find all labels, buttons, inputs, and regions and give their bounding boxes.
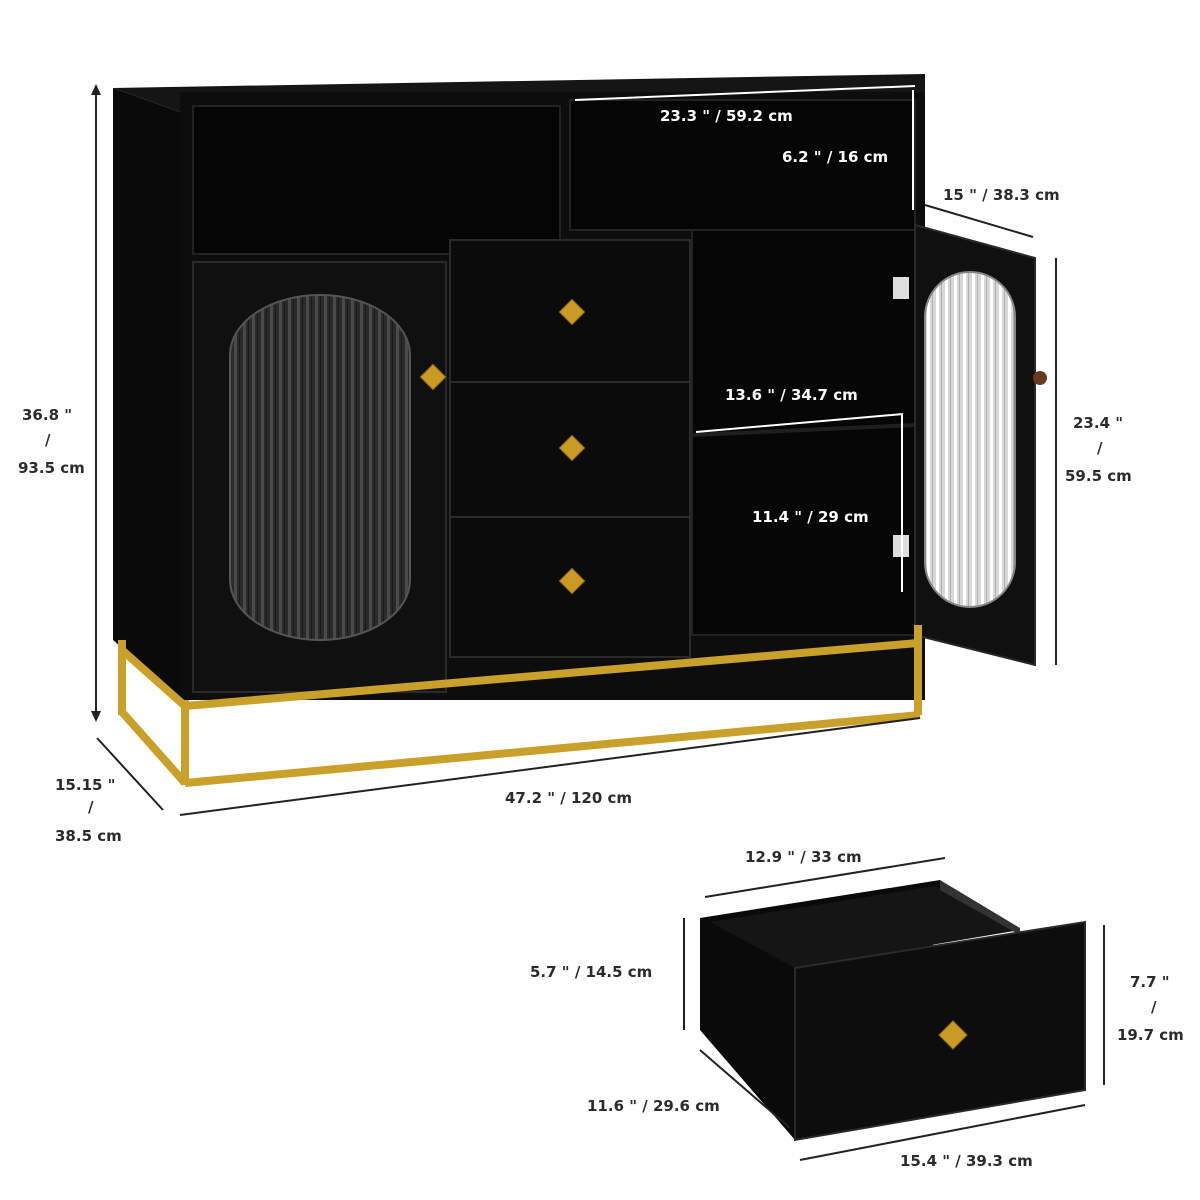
dimension-lines <box>91 84 1057 816</box>
drawer-detail <box>683 857 1105 1161</box>
width-label: 47.2 " / 120 cm <box>505 789 632 807</box>
inner-shelf <box>691 423 916 437</box>
door-knob <box>1033 371 1047 385</box>
sideboard-cabinet <box>113 74 1047 787</box>
drawer-knob <box>558 434 586 462</box>
drawer-knob <box>938 1020 968 1050</box>
door-hinge <box>893 277 909 299</box>
dimension-labels: 36.8 " / 93.5 cm 15.15 " / 38.5 cm 47.2 … <box>18 107 1184 1170</box>
inner-height-label: 11.4 " / 29 cm <box>752 508 869 526</box>
fluted-glass-panel <box>229 294 411 641</box>
fluted-glass-panel <box>924 271 1016 608</box>
drawer-box-back <box>940 880 1020 935</box>
drawer-front-height-inches-label: 7.7 " <box>1130 973 1170 991</box>
open-shelf-left <box>192 105 561 255</box>
drawer-front-height-separator: / <box>1151 998 1157 1016</box>
drawer-inner-height-label: 5.7 " / 14.5 cm <box>530 963 652 981</box>
depth-separator: / <box>88 798 94 816</box>
shelf-depth-label: 15 " / 38.3 cm <box>943 186 1060 204</box>
shelf-height-label: 6.2 " / 16 cm <box>782 148 888 166</box>
door-height-separator: / <box>1097 439 1103 457</box>
door-height-inches-label: 23.4 " <box>1073 414 1123 432</box>
drawer-knob <box>558 298 586 326</box>
gold-metal-base <box>118 625 922 787</box>
drawer-front-height-cm-label: 19.7 cm <box>1117 1026 1184 1044</box>
drawer-box-interior <box>710 886 1020 968</box>
height-cm-label: 93.5 cm <box>18 459 85 477</box>
depth-inches-label: 15.15 " <box>55 776 115 794</box>
open-shelf-right <box>569 99 916 231</box>
drawer-inner-width-label: 12.9 " / 33 cm <box>745 848 862 866</box>
door-height-cm-label: 59.5 cm <box>1065 467 1132 485</box>
height-inches-label: 36.8 " <box>22 406 72 424</box>
height-separator: / <box>45 431 51 449</box>
door-knob <box>419 363 447 391</box>
drawer-depth-label: 11.6 " / 29.6 cm <box>587 1097 720 1115</box>
drawer-front-width-label: 15.4 " / 39.3 cm <box>900 1152 1033 1170</box>
drawer-knob <box>558 567 586 595</box>
drawer-front-panel <box>794 920 1086 1142</box>
depth-cm-label: 38.5 cm <box>55 827 122 845</box>
shelf-width-label: 23.3 " / 59.2 cm <box>660 107 793 125</box>
cabinet-side-panel <box>113 88 180 700</box>
inner-width-label: 13.6 " / 34.7 cm <box>725 386 858 404</box>
